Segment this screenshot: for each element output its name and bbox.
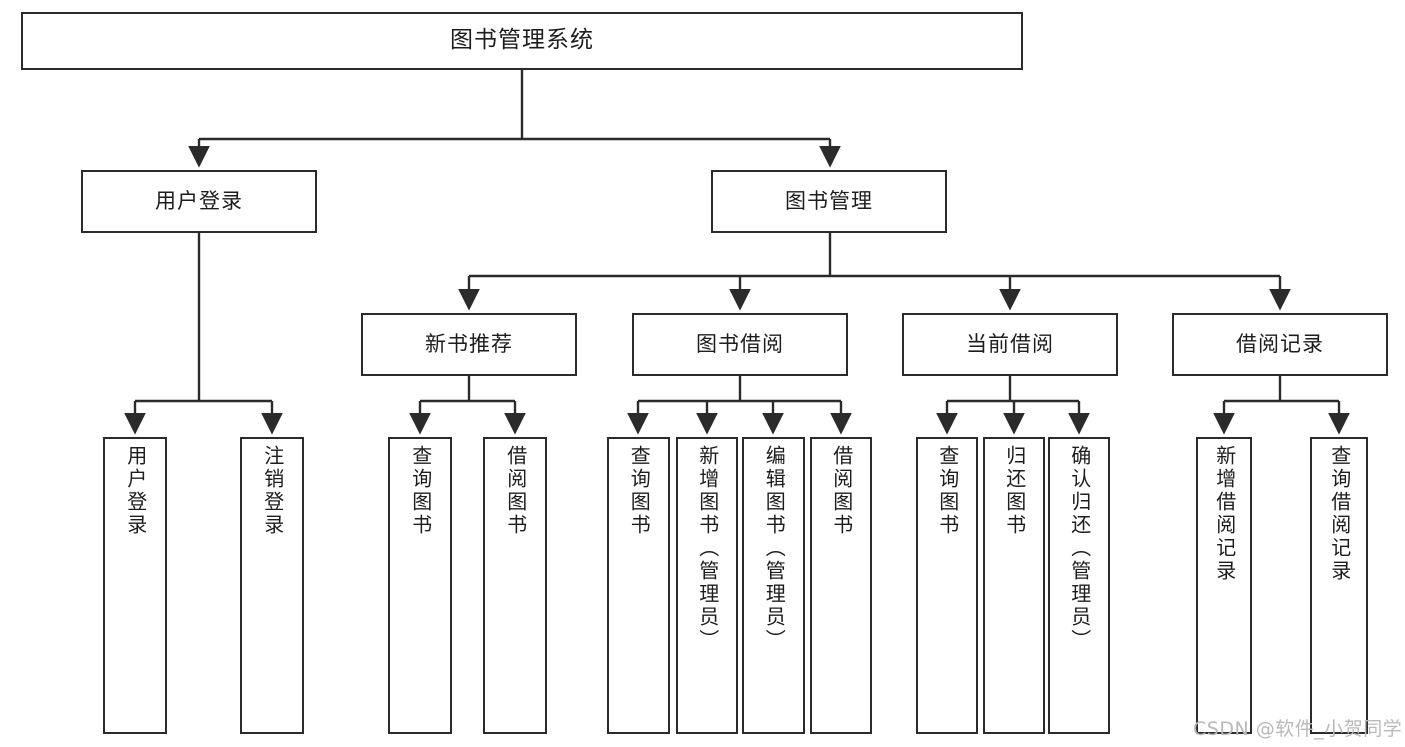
leaf-borrow-book-2[interactable]: 借阅图书 (810, 437, 872, 734)
leaf-logout-login[interactable]: 注销登录 (240, 437, 304, 734)
node-book-borrow[interactable]: 图书借阅 (632, 313, 848, 376)
leaf-return-book[interactable]: 归还图书 (983, 437, 1045, 734)
leaf-query-record[interactable]: 查询借阅记录 (1310, 437, 1368, 734)
leaf-query-book-1-label: 查询图书 (408, 445, 433, 537)
node-borrow-record-label: 借阅记录 (1236, 332, 1324, 357)
node-book-manage[interactable]: 图书管理 (711, 170, 947, 233)
leaf-edit-book-label: 编辑图书（管理员） (762, 445, 787, 652)
leaf-query-record-label: 查询借阅记录 (1327, 445, 1352, 583)
leaf-query-book-2[interactable]: 查询图书 (607, 437, 670, 734)
leaf-query-book-2-label: 查询图书 (627, 445, 652, 537)
leaf-borrow-book-2-label: 借阅图书 (829, 445, 854, 537)
node-new-book-rec[interactable]: 新书推荐 (361, 313, 577, 376)
node-new-book-rec-label: 新书推荐 (425, 332, 513, 357)
node-root-label: 图书管理系统 (450, 27, 594, 54)
leaf-query-book-3[interactable]: 查询图书 (916, 437, 978, 734)
leaf-query-book-3-label: 查询图书 (935, 445, 960, 537)
leaf-user-login-label: 用户登录 (123, 445, 148, 537)
leaf-logout-login-label: 注销登录 (260, 445, 285, 537)
leaf-add-book[interactable]: 新增图书（管理员） (676, 437, 738, 734)
leaf-edit-book[interactable]: 编辑图书（管理员） (742, 437, 805, 734)
leaf-query-book-1[interactable]: 查询图书 (388, 437, 452, 734)
leaf-add-record-label: 新增借阅记录 (1212, 445, 1237, 583)
node-book-manage-label: 图书管理 (785, 189, 873, 214)
leaf-borrow-book-1-label: 借阅图书 (503, 445, 528, 537)
node-current-borrow-label: 当前借阅 (966, 332, 1054, 357)
node-root[interactable]: 图书管理系统 (21, 12, 1023, 70)
leaf-add-book-label: 新增图书（管理员） (695, 445, 720, 652)
node-user-login-label: 用户登录 (155, 189, 243, 214)
leaf-add-record[interactable]: 新增借阅记录 (1196, 437, 1252, 734)
leaf-confirm-return[interactable]: 确认归还（管理员） (1048, 437, 1110, 734)
node-current-borrow[interactable]: 当前借阅 (902, 313, 1118, 376)
leaf-borrow-book-1[interactable]: 借阅图书 (483, 437, 547, 734)
leaf-return-book-label: 归还图书 (1002, 445, 1027, 537)
leaf-user-login[interactable]: 用户登录 (103, 437, 167, 734)
node-borrow-record[interactable]: 借阅记录 (1172, 313, 1388, 376)
node-user-login[interactable]: 用户登录 (81, 170, 317, 233)
node-book-borrow-label: 图书借阅 (696, 332, 784, 357)
leaf-confirm-return-label: 确认归还（管理员） (1067, 445, 1092, 652)
